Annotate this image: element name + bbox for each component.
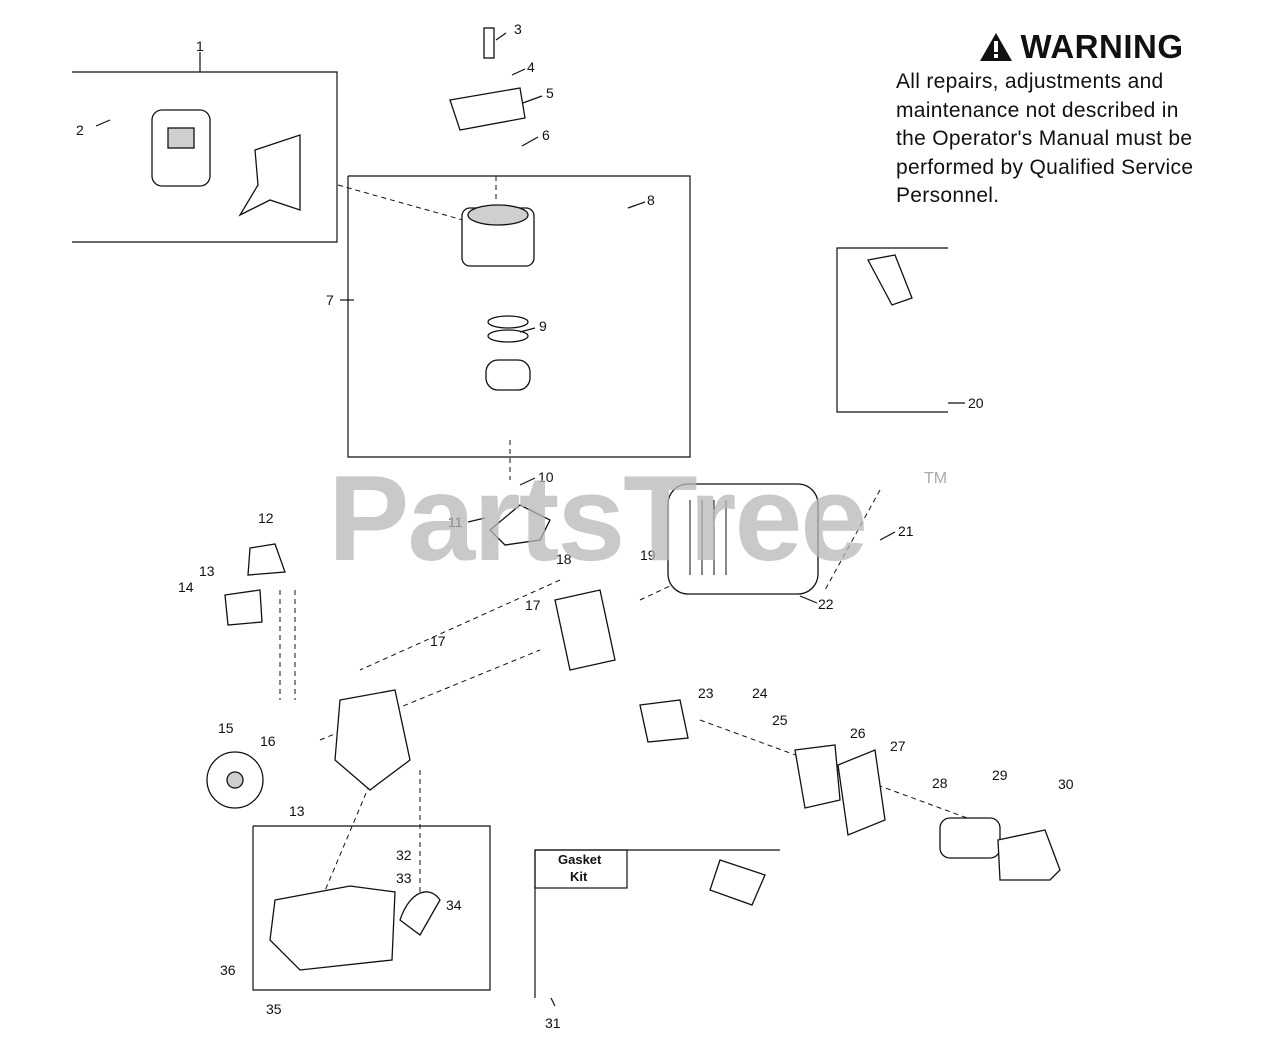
callout-10: 10	[538, 469, 554, 485]
warning-triangle-icon	[979, 33, 1012, 61]
callout-17a: 17	[525, 597, 541, 613]
trademark-symbol: TM	[924, 470, 948, 487]
callout-17b: 17	[430, 633, 446, 649]
callout-28: 28	[932, 775, 948, 791]
callout-30: 30	[1058, 776, 1074, 792]
callout-34: 34	[446, 897, 462, 913]
callout-13a: 13	[199, 563, 215, 579]
warning-line: Personnel.	[896, 184, 1000, 207]
callout-5: 5	[546, 85, 554, 101]
warning-heading: WARNING	[896, 28, 1266, 66]
warning-line: performed by Qualified Service	[896, 155, 1194, 179]
group-box-20	[836, 247, 948, 413]
gasket-kit-label-line1: Gasket	[558, 852, 602, 867]
starter-handle-part	[867, 254, 913, 306]
heat-shield-part	[238, 134, 301, 217]
callout-32: 32	[396, 847, 412, 863]
callout-15: 15	[218, 720, 234, 736]
callout-27: 27	[890, 738, 906, 754]
carburetor-part	[794, 744, 841, 809]
group-box-1	[72, 71, 338, 243]
warning-heading-text: WARNING	[1020, 28, 1184, 65]
callout-35: 35	[266, 1001, 282, 1017]
callout-8: 8	[647, 192, 655, 208]
callout-31: 31	[545, 1015, 561, 1031]
callout-29: 29	[992, 767, 1008, 783]
callout-19: 19	[640, 547, 656, 563]
callout-23: 23	[698, 685, 714, 701]
piston-part	[485, 359, 531, 391]
callout-7: 7	[326, 292, 334, 308]
warning-line: maintenance not described in	[896, 98, 1179, 122]
callout-24: 24	[752, 685, 768, 701]
partstree-watermark: PartsTree	[328, 450, 868, 586]
callout-4: 4	[527, 59, 535, 75]
carb-adapter-part	[639, 699, 689, 743]
group-box-7	[347, 175, 691, 458]
gasket-kit-label-line2: Kit	[570, 869, 588, 884]
spark-plug-part	[483, 27, 495, 59]
callout-12: 12	[258, 510, 274, 526]
callout-21: 21	[898, 523, 914, 539]
fuel-tank-part	[269, 885, 396, 971]
gasket-plate-part	[709, 859, 766, 906]
air-cover-part	[997, 829, 1061, 881]
callout-20: 20	[968, 395, 984, 411]
crankcase-half-part	[554, 589, 616, 671]
callout-2: 2	[76, 122, 84, 138]
callout-6: 6	[542, 127, 550, 143]
gasket-kit-label-box	[534, 849, 628, 889]
callout-16: 16	[260, 733, 276, 749]
engine-housing-part	[667, 483, 819, 595]
piston-ring-part	[487, 315, 529, 329]
callout-3: 3	[514, 21, 522, 37]
callout-9: 9	[539, 318, 547, 334]
callout-25: 25	[772, 712, 788, 728]
callout-33: 33	[396, 870, 412, 886]
warning-notice: WARNING All repairs, adjustments and mai…	[896, 28, 1266, 211]
crankshaft-part	[489, 504, 551, 546]
warning-line: All repairs, adjustments and	[896, 70, 1164, 93]
callout-1: 1	[196, 38, 204, 54]
air-filter-part	[939, 817, 1001, 859]
callout-22: 22	[818, 596, 834, 612]
air-box-part	[837, 749, 886, 836]
crankcase-part	[334, 689, 411, 791]
warning-line: the Operator's Manual must be	[896, 127, 1193, 150]
callout-18: 18	[556, 551, 572, 567]
callout-13b: 13	[289, 803, 305, 819]
anti-vibe-mount-part	[247, 543, 286, 576]
ignition-module-part	[224, 589, 263, 626]
primer-bulb-part	[399, 891, 441, 936]
group-box-36	[252, 825, 491, 991]
callout-11: 11	[448, 514, 463, 530]
callout-36: 36	[220, 962, 236, 978]
callout-14: 14	[178, 579, 194, 595]
cylinder-cover-part	[449, 87, 526, 131]
warning-body: All repairs, adjustments and maintenance…	[896, 68, 1266, 211]
callout-26: 26	[850, 725, 866, 741]
